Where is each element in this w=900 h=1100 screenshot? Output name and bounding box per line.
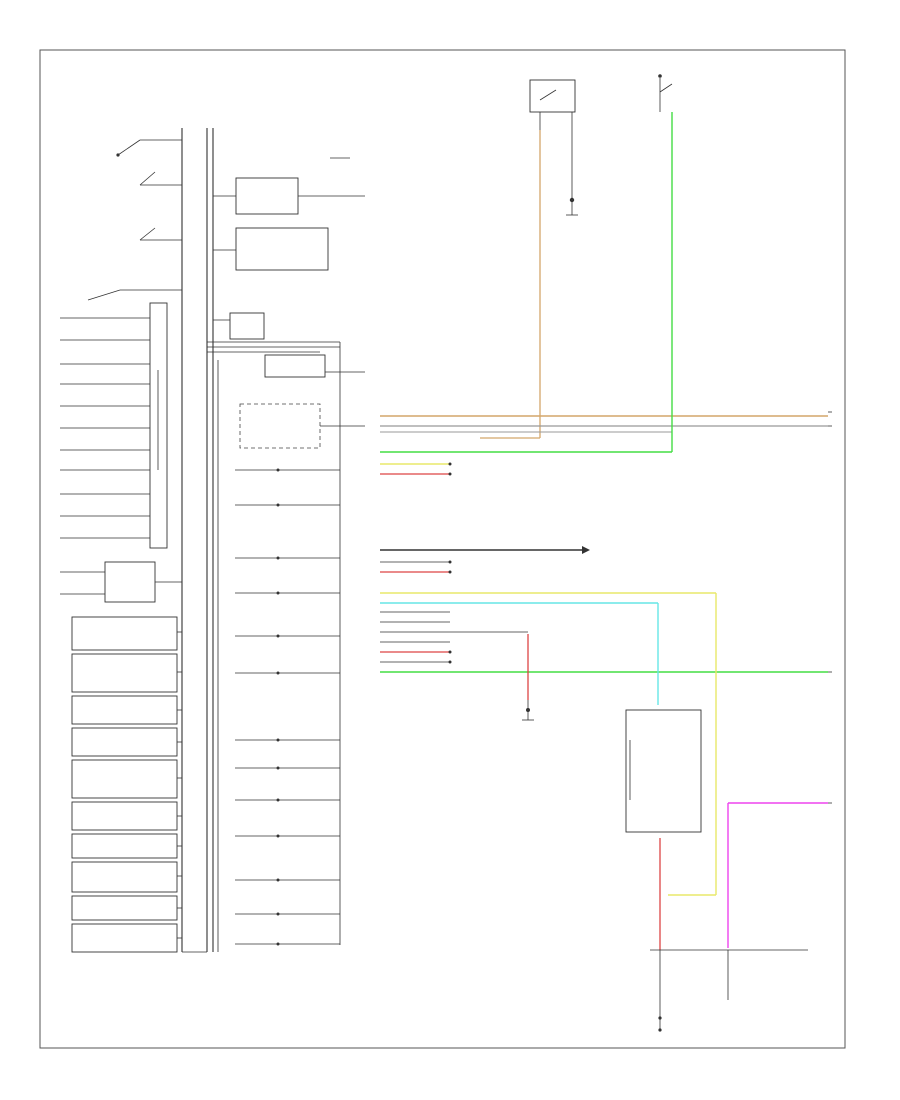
wire-magenta xyxy=(727,802,828,948)
connector-block xyxy=(264,354,326,378)
module-box-dashed xyxy=(239,403,321,449)
right-bus-wires xyxy=(380,462,528,664)
right-edge-markers xyxy=(828,411,832,804)
meter-output-rows xyxy=(235,468,340,946)
meter-lamp-box xyxy=(104,561,156,603)
diagram-frame xyxy=(39,49,846,1049)
brake-switch-box xyxy=(529,79,576,113)
lamp-box-upper xyxy=(235,227,329,271)
wire-red xyxy=(380,473,661,950)
fuse-box xyxy=(235,177,299,215)
wire-orange xyxy=(380,130,828,439)
fuel-sender-box xyxy=(625,709,702,833)
wire-green xyxy=(380,112,828,673)
left-signal-lines xyxy=(60,289,182,595)
meter-control-unit xyxy=(149,302,168,549)
wire-cyan xyxy=(380,602,659,705)
switch-group-top xyxy=(116,139,182,241)
lamp-stack-connectors xyxy=(177,631,182,939)
lamp-box-small xyxy=(229,312,265,340)
indicator-lamp-stack xyxy=(71,616,178,953)
